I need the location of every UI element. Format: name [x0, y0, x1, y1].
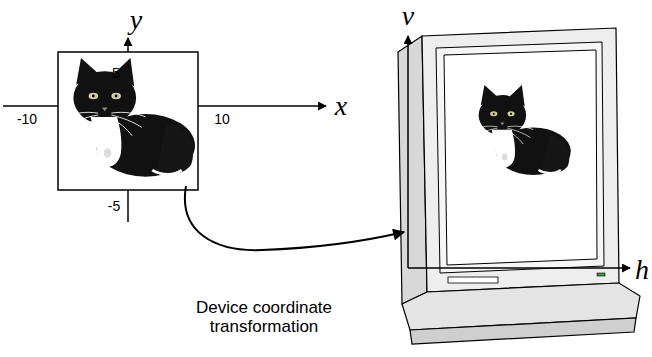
tick-label: 10 [214, 112, 230, 127]
axis-label: v [402, 1, 414, 32]
axis-label: h [635, 255, 649, 286]
axis-label: x [335, 91, 347, 122]
tick-label: 5 [112, 66, 120, 81]
axis-label: y [130, 5, 142, 36]
tick-label: -10 [17, 112, 37, 127]
tick-label: -5 [108, 199, 120, 214]
caption: Device coordinate transformation [179, 299, 349, 336]
